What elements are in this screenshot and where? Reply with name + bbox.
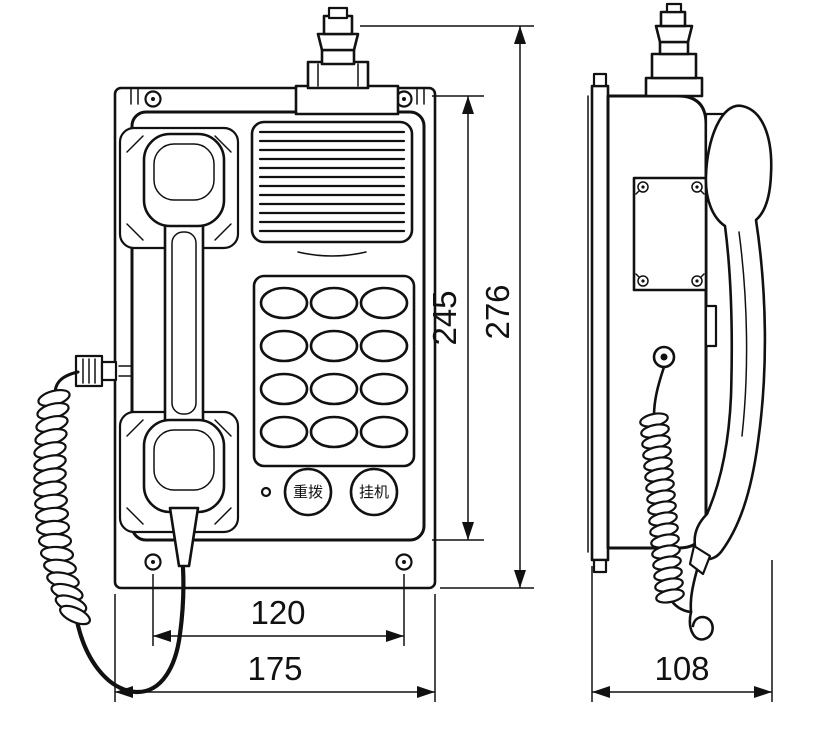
keypad-key [309, 372, 359, 406]
front-cable-gland [294, 6, 400, 116]
keypad-key [359, 329, 409, 363]
side-mounting-plate [590, 84, 610, 562]
handset-cord-boot [168, 506, 200, 568]
handset-earpiece [142, 132, 226, 228]
dimension-245: 245 [426, 95, 484, 541]
cord-plug [74, 354, 132, 388]
redial-button: 重拨 [283, 467, 333, 517]
dimension-245-label: 245 [426, 290, 463, 345]
side-junction-box [632, 176, 708, 292]
side-cord-coil [639, 412, 685, 604]
speaker-grille [250, 120, 414, 257]
dimensions: 245 276 120 175 [114, 25, 773, 702]
side-mid-tab [704, 304, 718, 348]
dimension-120: 120 [152, 574, 405, 646]
side-view [587, 2, 773, 641]
keypad-key [309, 415, 359, 449]
handset-cord [33, 370, 186, 695]
dimension-175-label: 175 [247, 650, 302, 687]
redial-button-label: 重拨 [293, 483, 323, 501]
side-handset-cord [639, 365, 714, 641]
handset-front [142, 132, 226, 568]
handset-cord-coil [33, 388, 91, 626]
handset-side-cord-boot [688, 544, 712, 576]
dimension-120-label: 120 [250, 594, 305, 631]
keypad-key [359, 286, 409, 320]
grille-accent-curve [297, 251, 367, 257]
front-plate-slots [130, 87, 425, 105]
keypad-key [359, 415, 409, 449]
keypad-key [309, 329, 359, 363]
hangup-button: 挂机 [349, 467, 399, 517]
handset-handle [163, 218, 205, 428]
dimension-276: 276 [360, 25, 534, 589]
dimension-276-label: 276 [479, 284, 516, 339]
side-cable-gland [644, 2, 704, 98]
side-plate-tab-bottom [592, 558, 608, 574]
front-view: 重拨 挂机 [33, 6, 437, 695]
cord-hook [688, 610, 714, 641]
led-indicator [260, 486, 272, 498]
side-plate-tab-top [592, 72, 608, 88]
keypad [252, 274, 416, 468]
dimension-108-label: 108 [654, 650, 709, 687]
keypad-key [259, 329, 309, 363]
hangup-button-label: 挂机 [359, 483, 389, 501]
keypad-key [309, 286, 359, 320]
keypad-key [259, 372, 309, 406]
handset-side [688, 104, 773, 576]
keypad-key [359, 372, 409, 406]
keypad-key [259, 415, 309, 449]
keypad-key [259, 286, 309, 320]
side-cord-entry-knob [652, 345, 676, 369]
dimension-108: 108 [591, 560, 773, 702]
handset-mouthpiece [142, 418, 226, 514]
dimension-175: 175 [114, 594, 436, 702]
